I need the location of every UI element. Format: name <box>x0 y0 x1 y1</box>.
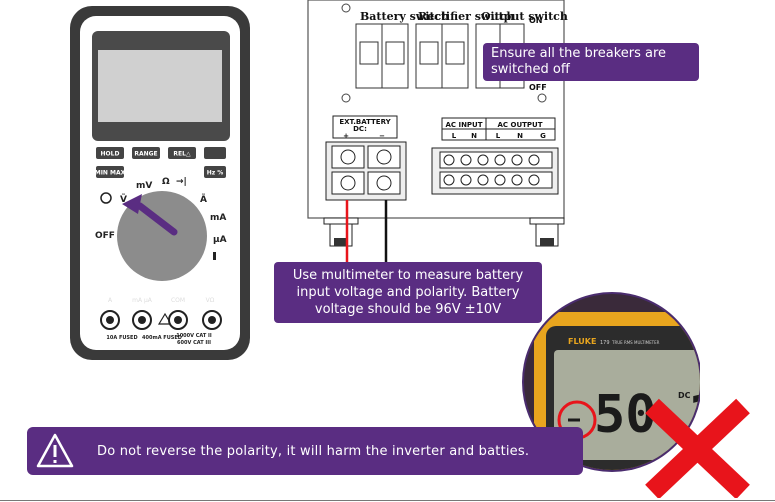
ac-output-n: N <box>517 132 523 140</box>
port-ma-label: mA μA <box>132 297 153 304</box>
warning-triangle-icon <box>35 431 75 471</box>
warning-text: Do not reverse the polarity, it will har… <box>97 444 529 459</box>
rectifier-breaker[interactable] <box>416 24 468 88</box>
dial-mv-label: mV <box>136 181 152 191</box>
ac-input-l: L <box>452 132 457 140</box>
port-ma-hole <box>138 316 146 324</box>
hold-button-label: HOLD <box>101 151 120 158</box>
ac-output-label: AC OUTPUT <box>498 121 543 129</box>
ac-input-label: AC INPUT <box>445 121 482 129</box>
ac-output-g: G <box>540 132 546 140</box>
warning-bar: Do not reverse the polarity, it will har… <box>27 427 583 475</box>
inverter-panel-illustration: Battery switch Rectifier switch Output s… <box>300 0 575 265</box>
dial-ua-label: μA <box>213 235 227 245</box>
port-a-hole <box>106 316 114 324</box>
output-switch-header: Output switch <box>481 10 568 23</box>
bottom-divider <box>0 500 775 501</box>
meter-brand: FLUKE <box>568 337 596 346</box>
port-cat2-note: 1000V CAT II <box>176 333 212 339</box>
port-com-label: COM <box>171 297 185 304</box>
multimeter-illustration: HOLD RANGE REL△ MIN MAX Hz % OFF Ṽ mV Ω … <box>70 6 255 366</box>
dial-ohm-label: Ω <box>162 177 170 187</box>
port-v-hole <box>208 316 216 324</box>
measure-callout: Use multimeter to measure battery input … <box>274 262 542 323</box>
rel-button-label: REL△ <box>173 151 191 158</box>
range-button-label: RANGE <box>134 151 157 158</box>
meter-model-text: TRUE RMS MULTIMETER <box>611 340 660 345</box>
dial-a-label: Ã <box>200 194 207 205</box>
dial-off-label: OFF <box>95 231 115 241</box>
thermometer-icon <box>213 252 216 260</box>
breakers-callout: Ensure all the breakers are switched off <box>483 43 699 81</box>
dc-label: DC: <box>353 125 367 133</box>
port-a-note: 10A FUSED <box>106 335 137 341</box>
measure-callout-text: Use multimeter to measure battery input … <box>293 268 523 317</box>
right-foot <box>530 218 564 246</box>
port-cat3-note: 600V CAT III <box>177 340 211 346</box>
dc-plus-label: + <box>343 132 349 140</box>
dial-ma-label: mA <box>210 213 226 223</box>
meter-model: 179 <box>600 340 610 346</box>
ac-output-l: L <box>496 132 501 140</box>
wrong-cross-icon <box>640 398 755 498</box>
ac-terminal-block[interactable] <box>432 148 558 194</box>
off-label: OFF <box>529 83 547 92</box>
dc-terminal-block[interactable] <box>326 142 406 200</box>
battery-breaker[interactable] <box>356 24 408 88</box>
dc-minus-label: − <box>379 132 385 140</box>
lcd-display <box>98 50 222 122</box>
port-com-hole <box>174 316 182 324</box>
hz-button-label: Hz % <box>207 170 224 177</box>
port-v-label: VΩ <box>206 297 215 304</box>
left-foot <box>324 218 358 246</box>
backlight-button[interactable] <box>204 147 226 159</box>
breakers-callout-text: Ensure all the breakers are switched off <box>491 46 666 77</box>
min-max-button-label: MIN MAX <box>95 170 126 177</box>
dial-diode-label: →| <box>176 177 187 187</box>
ac-input-n: N <box>471 132 477 140</box>
on-label: ON <box>529 16 543 25</box>
